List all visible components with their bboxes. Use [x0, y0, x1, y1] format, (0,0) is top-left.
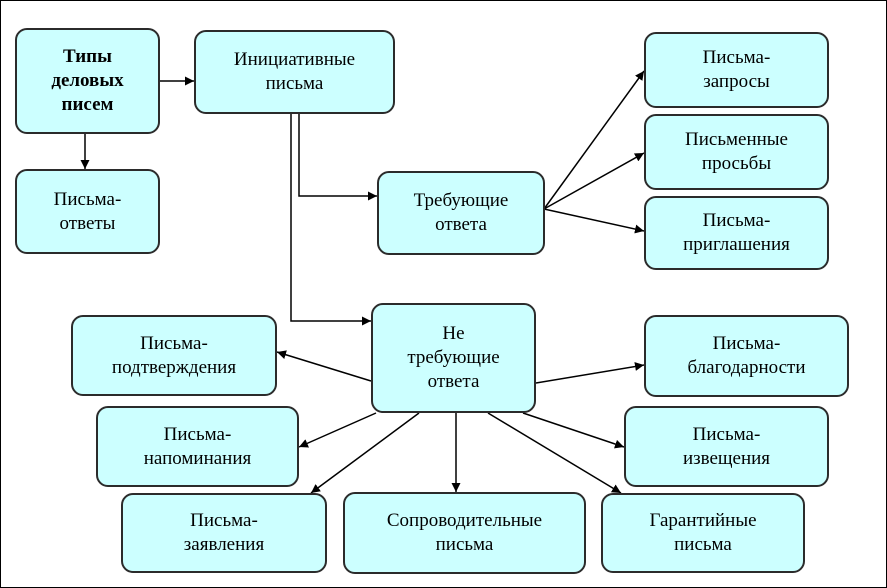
node-invitations: Письма- приглашения [644, 196, 829, 270]
edge-not-requiring-guarantee [487, 412, 622, 494]
node-guarantee: Гарантийные письма [601, 493, 805, 573]
node-confirmations: Письма- подтверждения [71, 315, 277, 396]
node-types: Типы деловых писем [15, 28, 160, 134]
edge-not-requiring-notices [522, 412, 625, 449]
edge-initiative-requiring [298, 114, 377, 201]
edge-requiring-requests [543, 70, 645, 210]
edge-requiring-pleas [543, 152, 645, 210]
node-requests: Письма- запросы [644, 32, 829, 108]
edge-not-requiring-thanks [535, 362, 645, 384]
node-pleas: Письменные просьбы [644, 114, 829, 190]
edge-requiring-invitations [543, 208, 645, 234]
node-statements: Письма- заявления [121, 493, 327, 573]
node-initiative: Инициативные письма [194, 30, 395, 114]
edge-initiative-not-requiring [290, 114, 371, 326]
node-notices: Письма- извещения [624, 406, 829, 487]
node-cover: Сопроводительные письма [343, 492, 586, 574]
node-reminders: Письма- напоминания [96, 406, 299, 487]
edge-not-requiring-confirmations [276, 350, 372, 382]
node-thanks: Письма- благодарности [644, 315, 849, 397]
node-answers: Письма- ответы [15, 169, 160, 254]
node-not-requiring: Не требующие ответа [371, 303, 536, 413]
node-requiring: Требующие ответа [377, 171, 545, 255]
edge-not-requiring-reminders [298, 412, 377, 448]
edge-not-requiring-statements [310, 412, 420, 494]
